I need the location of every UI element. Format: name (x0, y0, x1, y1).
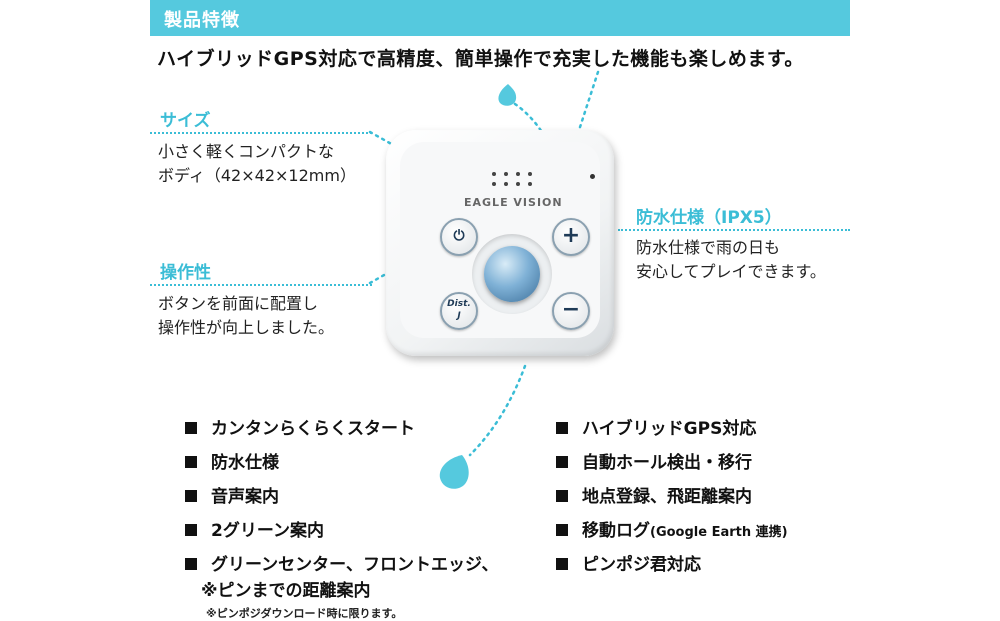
plus-symbol: + (561, 223, 581, 248)
device-brand: EAGLE VISION (464, 196, 563, 209)
list-item: 音声案内 (185, 482, 279, 507)
list-item: グリーンセンター、フロントエッジ、 (185, 550, 498, 575)
list-item-continuation: ※ピンまでの距離案内 (201, 581, 371, 601)
dotted-line-bottom (468, 364, 527, 457)
bullet-square-icon (185, 456, 197, 468)
list-item: 2グリーン案内 (185, 516, 324, 541)
minus-button-icon: − (552, 292, 590, 330)
water-drop-bottom (439, 455, 469, 489)
feature-size-line2: ボディ（42×42×12mm） (158, 166, 356, 185)
list-item: 自動ホール検出・移行 (556, 448, 752, 473)
status-led (590, 174, 595, 179)
list-item: 移動ログ(Google Earth 連携) (556, 516, 788, 541)
header-title: 製品特徴 (164, 10, 240, 31)
bullet-square-icon (185, 524, 197, 536)
feature-waterproof-divider (618, 229, 850, 231)
bullet-square-icon (185, 558, 197, 570)
list-item-suffix: (Google Earth 連携) (650, 525, 788, 540)
bullet-square-icon (556, 422, 568, 434)
bullet-square-icon (556, 558, 568, 570)
feature-waterproof-line1: 防水仕様で雨の日も (636, 238, 781, 257)
footnote: ※ピンポジダウンロード時に限ります。 (206, 607, 403, 620)
bullet-square-icon (556, 456, 568, 468)
bullet-square-icon (185, 490, 197, 502)
feature-size-title: サイズ (160, 111, 211, 131)
power-symbol: ⏻ (453, 228, 465, 244)
dist-label: Dist. (447, 299, 471, 309)
main-button-ring (472, 234, 552, 314)
dist-button-icon: Dist. J (440, 292, 478, 330)
feature-operation-divider (150, 284, 372, 286)
list-item: 地点登録、飛距離案内 (556, 482, 752, 507)
feature-operation-line1: ボタンを前面に配置し (158, 294, 319, 313)
minus-symbol: − (561, 297, 581, 322)
water-drop-top (498, 84, 517, 106)
gps-device-image: EAGLE VISION ⏻ Dist. J + − (386, 130, 614, 356)
speaker-grille (492, 172, 540, 190)
list-item: ハイブリッドGPS対応 (556, 414, 756, 439)
feature-waterproof-title: 防水仕様（IPX5） (636, 208, 782, 228)
main-button-icon (484, 246, 540, 302)
bullet-square-icon (185, 422, 197, 434)
feature-operation-title: 操作性 (160, 263, 211, 283)
power-button-icon: ⏻ (440, 218, 478, 256)
plus-button-icon: + (552, 218, 590, 256)
list-item: カンタンらくらくスタート (185, 414, 415, 439)
list-item: 防水仕様 (185, 448, 279, 473)
feature-waterproof-line2: 安心してプレイできます。 (636, 262, 826, 281)
header-bar: 製品特徴 (150, 0, 850, 36)
bullet-square-icon (556, 490, 568, 502)
feature-operation-line2: 操作性が向上しました。 (158, 318, 335, 337)
list-item: ピンポジ君対応 (556, 550, 701, 575)
feature-size-line1: 小さく軽くコンパクトな (158, 142, 335, 161)
headline: ハイブリッドGPS対応で高精度、簡単操作で充実した機能も楽しめます。 (157, 48, 804, 70)
dist-label-sub: J (457, 311, 461, 321)
bullet-square-icon (556, 524, 568, 536)
device-face: EAGLE VISION ⏻ Dist. J + − (400, 142, 600, 338)
feature-size-divider (150, 132, 372, 134)
